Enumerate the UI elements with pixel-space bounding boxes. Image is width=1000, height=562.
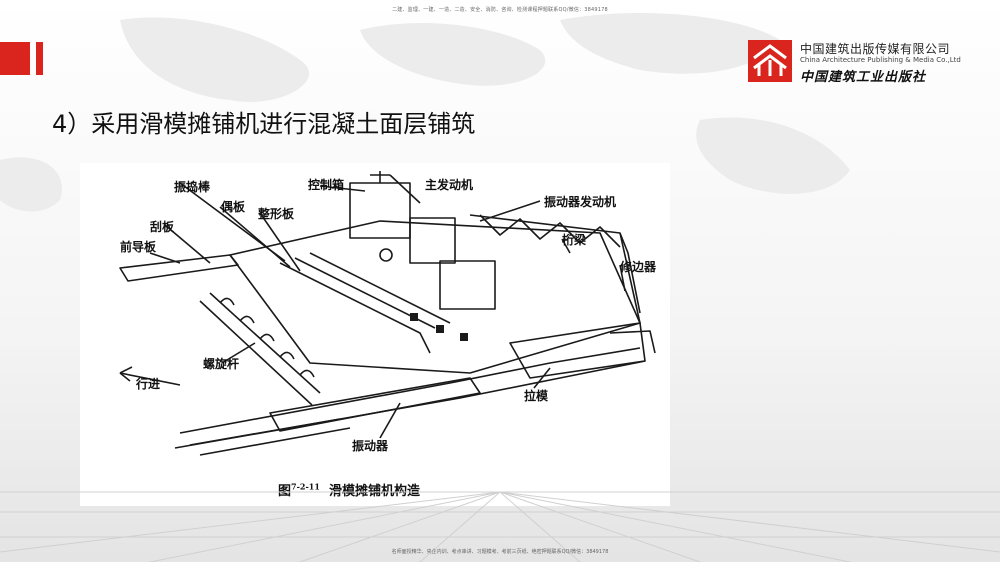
label-hengliang: 桁梁 xyxy=(562,233,587,247)
caption-number: 7-2-11 xyxy=(291,481,320,492)
label-luoxuangan: 螺旋杆 xyxy=(203,357,240,371)
label-zhendongqi: 振动器 xyxy=(352,439,389,453)
label-xiubianqi: 修边器 xyxy=(620,260,657,274)
label-zhendongqi-fadongji: 振动器发动机 xyxy=(544,195,617,209)
publisher-logo-icon xyxy=(748,40,792,82)
label-zhendaobang: 振捣棒 xyxy=(174,180,211,194)
floor-tiles-decoration xyxy=(0,491,1000,562)
label-xingjin: 行进 xyxy=(136,377,161,391)
label-guaban: 刮板 xyxy=(150,220,175,234)
publisher-name-calligraphy: 中国建筑工业出版社 xyxy=(800,70,927,85)
publisher-name-cn: 中国建筑出版传媒有限公司 xyxy=(800,42,951,56)
label-kongzhixiang: 控制箱 xyxy=(308,178,345,192)
publisher-name-en: China Architecture Publishing & Media Co… xyxy=(800,56,961,64)
label-yuban: 偶板 xyxy=(221,200,246,214)
label-qiandaoban: 前导板 xyxy=(120,240,157,254)
top-watermark-note: 二建、监理、一建、一造、二造、安全、消防、咨询、检测课程押题联系QQ/微信：38… xyxy=(392,7,608,13)
label-zhengxingban: 整形板 xyxy=(258,207,295,221)
accent-bar-narrow xyxy=(36,42,43,75)
label-lamo: 拉模 xyxy=(524,389,549,403)
slide-title: 4）采用滑模摊铺机进行混凝土面层铺筑 xyxy=(52,110,476,138)
bottom-watermark-note: 名师面授精华、央企内训、考点串讲、习题模考、考前三页纸、绝密押题联系QQ/微信：… xyxy=(391,549,609,555)
accent-bar xyxy=(0,42,30,75)
paver-figure: 振捣棒 控制箱 主发动机 偶板 整形板 振动器发动机 刮板 前导板 桁梁 修边器… xyxy=(80,163,670,506)
slipform-paver-drawing xyxy=(119,171,656,456)
label-zhufadongji: 主发动机 xyxy=(425,178,474,192)
